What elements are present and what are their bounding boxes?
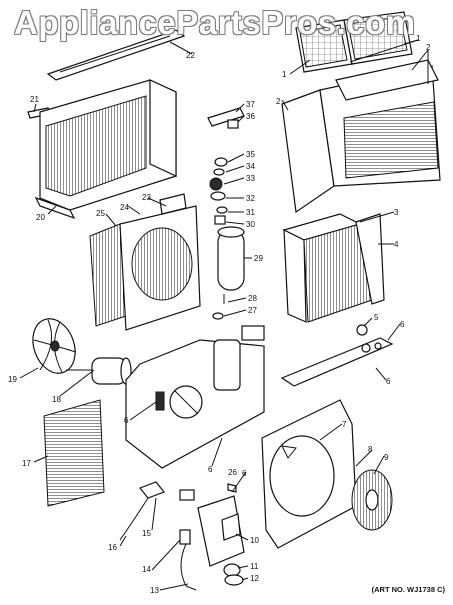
callout-6e: 6 (242, 469, 247, 478)
outer-case (34, 79, 177, 220)
callout-35: 35 (246, 150, 255, 159)
callout-12: 12 (250, 574, 259, 583)
callout-labels: 1 1 2 2 3 4 5 6 6 6 6 6 7 8 9 10 11 12 1… (8, 34, 431, 595)
callout-11: 11 (250, 562, 259, 571)
callout-2b: 2 (276, 97, 281, 106)
fan-blade (32, 318, 77, 374)
callout-7: 7 (342, 420, 347, 429)
callout-6b: 6 (386, 377, 391, 386)
small-parts (207, 107, 245, 320)
callout-16: 16 (108, 543, 117, 552)
callout-32: 32 (246, 194, 255, 203)
callout-21: 21 (30, 95, 39, 104)
callout-34: 34 (246, 162, 255, 171)
rear-coil (43, 399, 105, 507)
callout-14: 14 (142, 565, 151, 574)
callout-18: 18 (52, 395, 61, 404)
callout-37: 37 (246, 100, 255, 109)
callout-6c: 6 (124, 416, 129, 425)
callout-4: 4 (394, 240, 399, 249)
art-number-caption: (ART NO. WJ1738 C) (371, 585, 445, 594)
callout-27: 27 (248, 306, 257, 315)
callout-28: 28 (248, 294, 257, 303)
condenser-shroud (89, 193, 201, 331)
callout-29: 29 (254, 254, 263, 263)
fan-motor (66, 357, 132, 385)
callout-10: 10 (250, 536, 259, 545)
callout-23: 23 (142, 193, 151, 202)
callout-3: 3 (394, 208, 399, 217)
front-grille (281, 59, 441, 214)
electrical-parts (119, 481, 245, 591)
callout-24: 24 (120, 203, 129, 212)
callout-15: 15 (142, 529, 151, 538)
callout-20: 20 (36, 213, 45, 222)
callout-6a: 6 (400, 320, 405, 329)
callout-17: 17 (22, 459, 31, 468)
callout-8: 8 (368, 445, 373, 454)
callout-36: 36 (246, 112, 255, 121)
watermark: AppliancePartsPros.com (14, 4, 416, 41)
callout-6d: 6 (208, 465, 213, 474)
leader-lines (19, 39, 429, 591)
blower-wheel (351, 469, 393, 531)
callout-30: 30 (246, 220, 255, 229)
callout-33: 33 (246, 174, 255, 183)
callout-31: 31 (246, 208, 255, 217)
callout-19: 19 (8, 375, 17, 384)
base-pan (125, 325, 265, 469)
base-plates (280, 324, 394, 387)
callout-13: 13 (150, 586, 159, 595)
callout-9: 9 (384, 453, 389, 462)
callout-26: 26 (228, 468, 237, 477)
callout-2a: 2 (426, 43, 431, 52)
callout-25: 25 (96, 209, 105, 218)
evaporator-coil (282, 213, 385, 323)
callout-5: 5 (374, 313, 379, 322)
callout-1b: 1 (282, 70, 287, 79)
callout-1a: 1 (416, 34, 421, 43)
mounting-rail (46, 29, 186, 81)
callout-22: 22 (186, 51, 195, 60)
